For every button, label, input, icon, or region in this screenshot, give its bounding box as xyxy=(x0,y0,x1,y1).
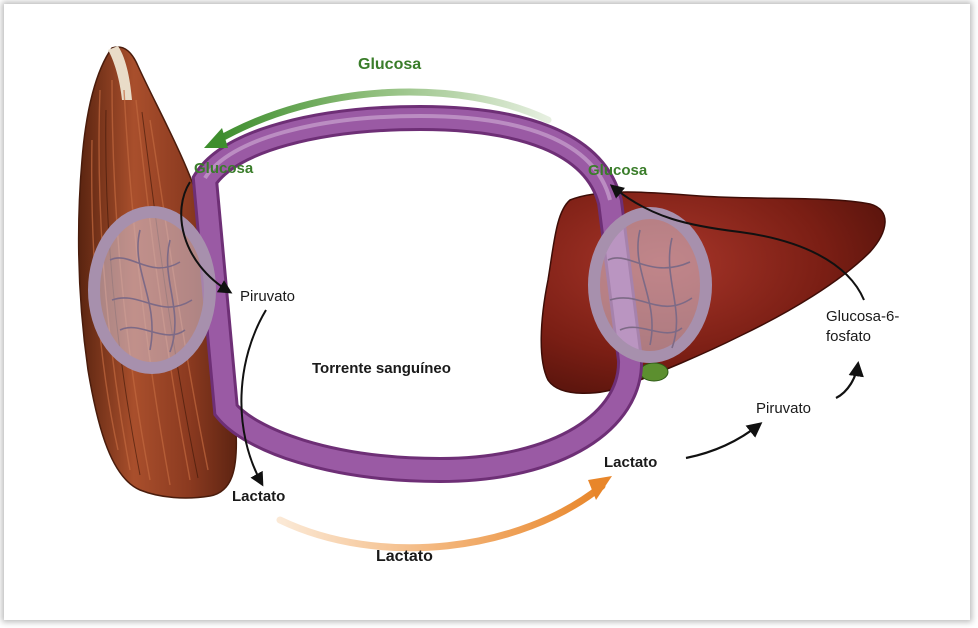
pyruvate-to-lactate-arrow xyxy=(241,310,266,484)
pyruvate-liver-label: Piruvato xyxy=(756,400,811,417)
glucose-6-phosphate-label-line1: Glucosa-6- xyxy=(826,308,899,325)
glucose-liver-label: Glucosa xyxy=(588,162,647,179)
muscle-capillary-bed xyxy=(94,212,210,368)
lactate-to-pyruvate-arrow xyxy=(686,424,760,458)
pyruvate-muscle-label: Piruvato xyxy=(240,288,295,305)
glucose-6-phosphate-label-line2: fosfato xyxy=(826,328,871,345)
glucose-top-label: Glucosa xyxy=(358,56,421,74)
lactate-bottom-label: Lactato xyxy=(376,548,433,566)
lactate-liver-label: Lactato xyxy=(604,454,657,471)
glucose-muscle-label: Glucosa xyxy=(194,160,253,177)
pyruvate-to-g6p-arrow xyxy=(836,364,858,398)
bloodstream-label: Torrente sanguíneo xyxy=(312,360,451,377)
lactate-arrow xyxy=(280,486,602,548)
gallbladder xyxy=(640,363,668,381)
glucose-arrow-head xyxy=(204,128,228,148)
liver-capillary-bed xyxy=(594,213,706,357)
lactate-muscle-label: Lactato xyxy=(232,488,285,505)
